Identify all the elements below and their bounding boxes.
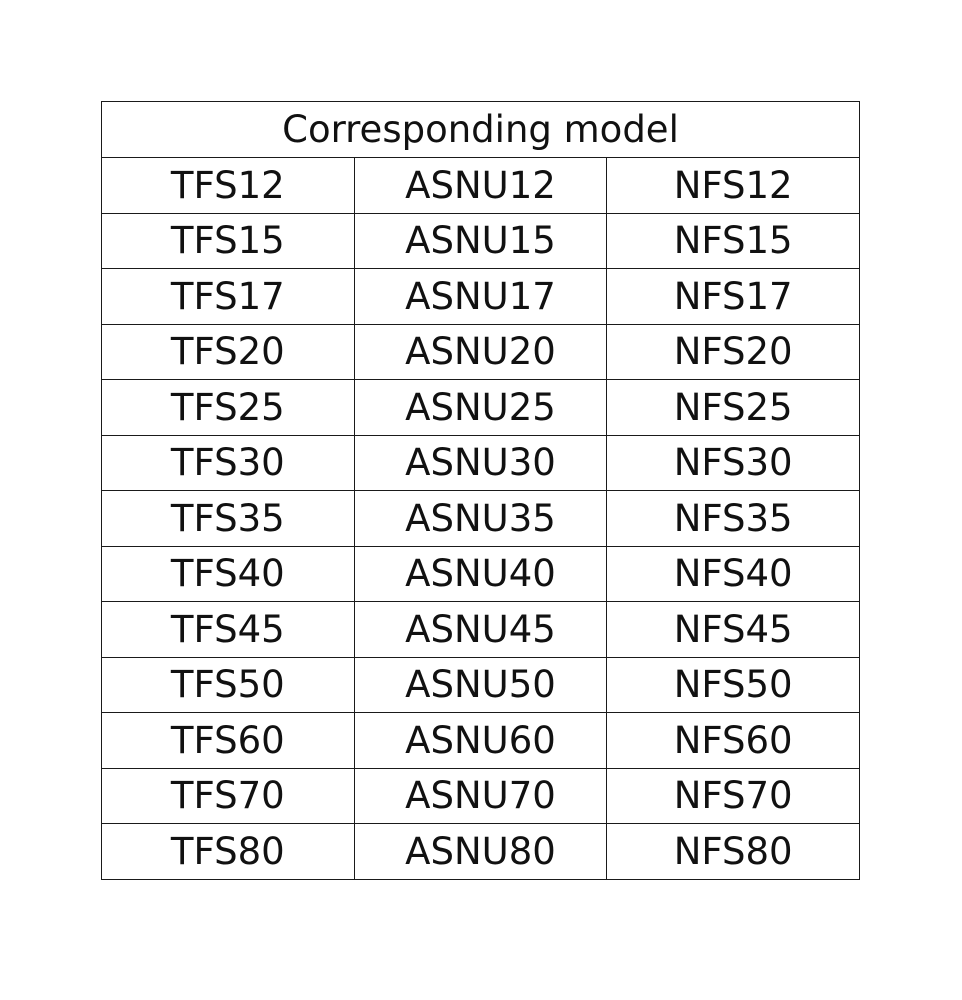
table-cell-nfs: NFS12 [606, 157, 860, 214]
table-cell-nfs: NFS45 [606, 601, 860, 658]
table-cell-asnu: ASNU80 [353, 823, 608, 880]
table-cell-asnu: ASNU60 [353, 712, 608, 769]
table-cell-asnu: ASNU70 [353, 767, 608, 824]
table-body: TFS12 ASNU12 NFS12 TFS15 ASNU15 NFS15 TF… [101, 157, 860, 880]
table-cell-nfs: NFS40 [606, 545, 860, 602]
table-cell-asnu: ASNU25 [353, 379, 608, 436]
table-cell-tfs: TFS12 [101, 157, 355, 214]
table-cell-nfs: NFS80 [606, 823, 860, 880]
table-cell-nfs: NFS60 [606, 712, 860, 769]
table-row: TFS20 ASNU20 NFS20 [101, 323, 860, 380]
table-cell-tfs: TFS15 [101, 212, 355, 269]
table-row: TFS12 ASNU12 NFS12 [101, 157, 860, 214]
table-cell-tfs: TFS35 [101, 490, 355, 547]
table-cell-nfs: NFS20 [606, 323, 860, 380]
table-cell-tfs: TFS20 [101, 323, 355, 380]
table-cell-tfs: TFS80 [101, 823, 355, 880]
table-cell-nfs: NFS50 [606, 656, 860, 713]
table-cell-tfs: TFS45 [101, 601, 355, 658]
table-cell-nfs: NFS30 [606, 434, 860, 491]
table-cell-nfs: NFS15 [606, 212, 860, 269]
table-cell-asnu: ASNU40 [353, 545, 608, 602]
table-cell-tfs: TFS60 [101, 712, 355, 769]
table-row: TFS15 ASNU15 NFS15 [101, 212, 860, 269]
table-cell-asnu: ASNU15 [353, 212, 608, 269]
table-cell-tfs: TFS30 [101, 434, 355, 491]
table-row: TFS45 ASNU45 NFS45 [101, 601, 860, 658]
table-row: TFS70 ASNU70 NFS70 [101, 767, 860, 824]
table-cell-asnu: ASNU35 [353, 490, 608, 547]
table-cell-asnu: ASNU50 [353, 656, 608, 713]
table-cell-tfs: TFS50 [101, 656, 355, 713]
table-cell-asnu: ASNU45 [353, 601, 608, 658]
model-correspondence-table: Corresponding model TFS12 ASNU12 NFS12 T… [101, 101, 860, 880]
table-header-row: Corresponding model [101, 101, 860, 158]
table-cell-nfs: NFS35 [606, 490, 860, 547]
table-row: TFS25 ASNU25 NFS25 [101, 379, 860, 436]
table-title: Corresponding model [101, 101, 860, 158]
table-row: TFS30 ASNU30 NFS30 [101, 434, 860, 491]
table-row: TFS60 ASNU60 NFS60 [101, 712, 860, 769]
table-cell-nfs: NFS70 [606, 767, 860, 824]
table-cell-asnu: ASNU12 [353, 157, 608, 214]
table-row: TFS40 ASNU40 NFS40 [101, 545, 860, 602]
table-row: TFS80 ASNU80 NFS80 [101, 823, 860, 880]
table-cell-tfs: TFS40 [101, 545, 355, 602]
table-cell-tfs: TFS17 [101, 268, 355, 325]
table-row: TFS50 ASNU50 NFS50 [101, 656, 860, 713]
table-cell-asnu: ASNU17 [353, 268, 608, 325]
table-cell-asnu: ASNU20 [353, 323, 608, 380]
table-row: TFS35 ASNU35 NFS35 [101, 490, 860, 547]
table-cell-tfs: TFS70 [101, 767, 355, 824]
table-cell-asnu: ASNU30 [353, 434, 608, 491]
table-row: TFS17 ASNU17 NFS17 [101, 268, 860, 325]
table-cell-nfs: NFS17 [606, 268, 860, 325]
table-cell-tfs: TFS25 [101, 379, 355, 436]
table-cell-nfs: NFS25 [606, 379, 860, 436]
